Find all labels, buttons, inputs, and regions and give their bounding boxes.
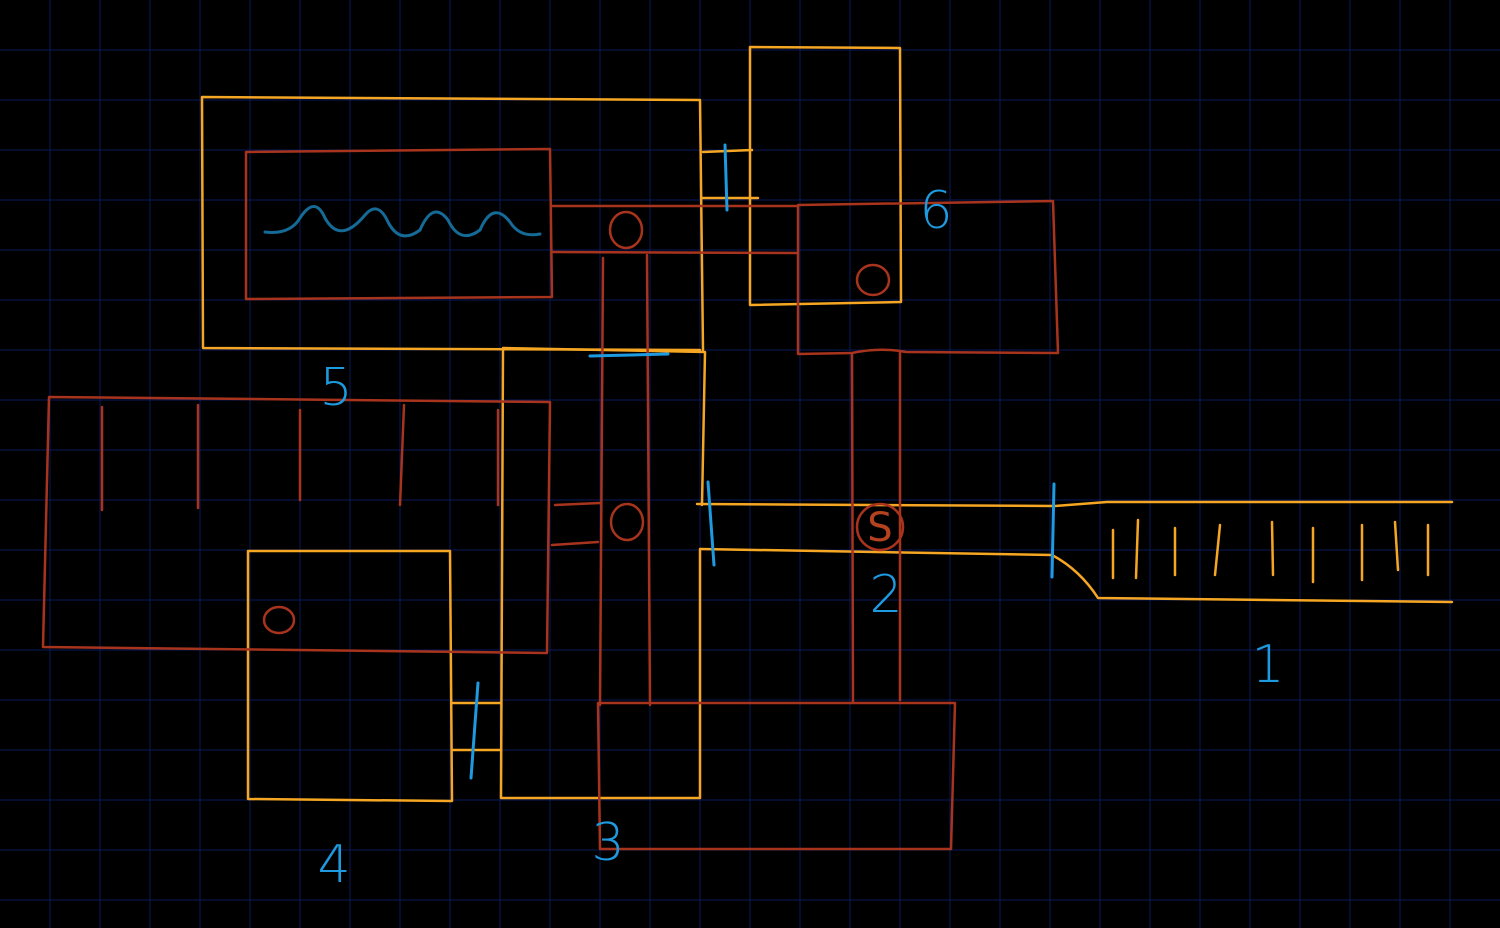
room-label-2: 2 bbox=[869, 565, 902, 625]
start-marker-icon: S bbox=[855, 502, 905, 552]
ladder-hole-icon bbox=[262, 605, 296, 635]
room-label-3: 3 bbox=[591, 813, 624, 873]
room-label-6: 6 bbox=[919, 181, 952, 241]
pillars-icon bbox=[100, 403, 500, 512]
lower-corridor-west bbox=[550, 501, 602, 547]
ladder-hole-icon bbox=[608, 210, 644, 250]
stairs-icon bbox=[1111, 518, 1430, 584]
room-label-1: 1 bbox=[1251, 635, 1284, 695]
lower-corridor-south-1 bbox=[850, 350, 902, 705]
upper-level-walls bbox=[200, 45, 1454, 803]
room-label-4: 4 bbox=[317, 835, 350, 895]
lower-corridor-south-2 bbox=[598, 253, 652, 707]
door-icon bbox=[1050, 482, 1056, 579]
door-icon bbox=[706, 480, 716, 567]
corridor-5-6 bbox=[701, 148, 760, 200]
lower-room-bottom-outline bbox=[596, 701, 957, 851]
room-4-outline bbox=[246, 549, 454, 803]
door-icon bbox=[588, 352, 670, 358]
lower-room-west-outline bbox=[41, 395, 552, 655]
pool-room-outline bbox=[244, 147, 554, 301]
room-6-outline bbox=[748, 45, 903, 307]
room-label-5: 5 bbox=[319, 358, 352, 418]
lower-corridor-east bbox=[550, 204, 800, 255]
ladder-hole-icon bbox=[855, 263, 891, 297]
ladder-hole-icon bbox=[609, 502, 645, 542]
room-labels: 1 2 3 4 5 6 bbox=[317, 181, 1284, 895]
ladder-hole-markers bbox=[262, 210, 891, 635]
doors bbox=[469, 143, 1056, 780]
door-icon bbox=[469, 681, 480, 780]
room-5-outline bbox=[200, 95, 705, 352]
door-icon bbox=[723, 143, 729, 212]
water-icon bbox=[263, 205, 542, 238]
corridor-2 bbox=[695, 500, 1454, 604]
lower-level-walls bbox=[41, 147, 1060, 851]
start-marker-label: S bbox=[867, 505, 892, 551]
